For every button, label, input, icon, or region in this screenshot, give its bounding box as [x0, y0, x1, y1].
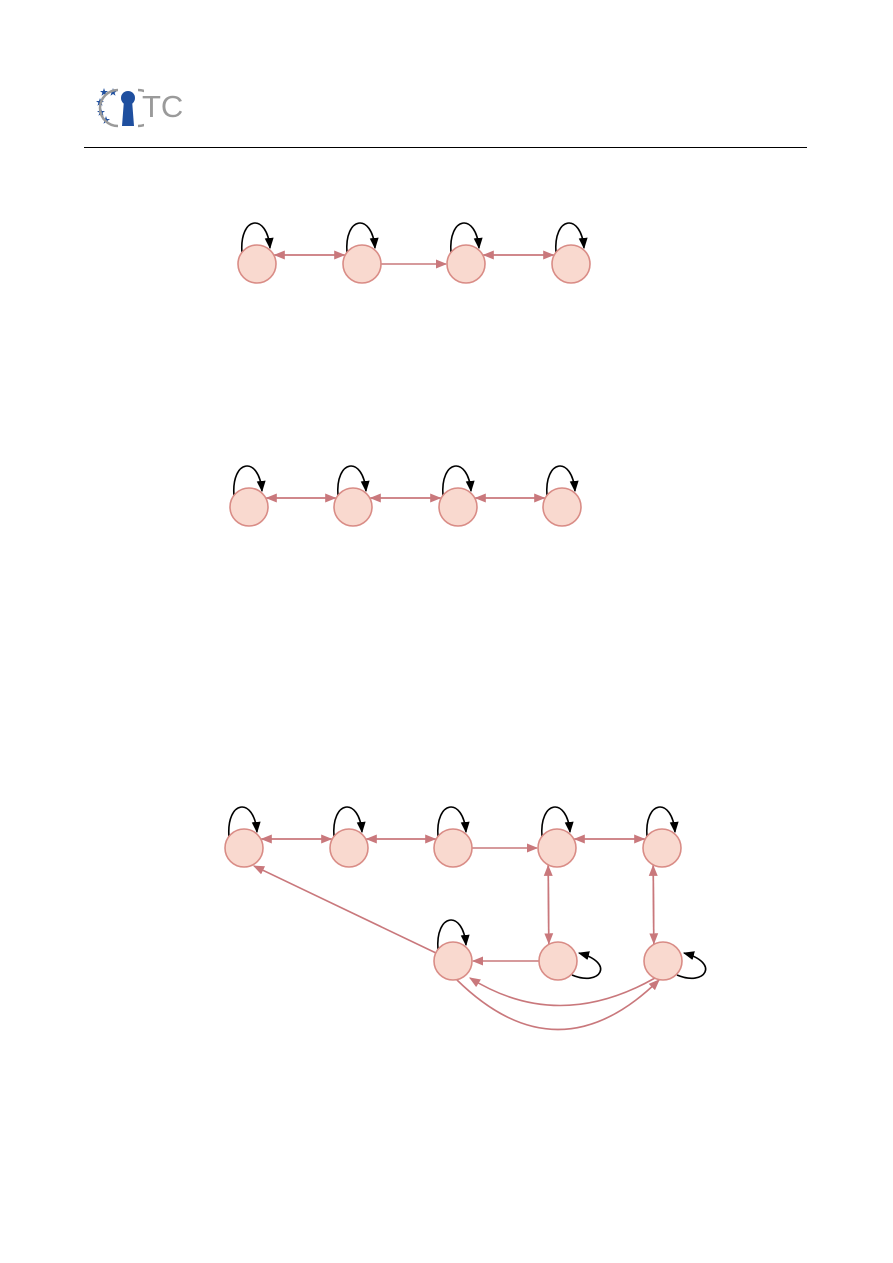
page-header: TC [0, 0, 893, 160]
chain-2-nodes [229, 487, 582, 527]
state-node [237, 244, 277, 284]
self-loop [233, 465, 266, 497]
self-loop [437, 806, 470, 838]
transition-edge [543, 864, 553, 945]
transition-edge [252, 865, 437, 954]
self-loop [333, 806, 366, 838]
self-loop [646, 806, 679, 838]
state-node [643, 941, 683, 981]
chain-2 [233, 465, 579, 503]
state-node [542, 487, 582, 527]
logo-text: TC [142, 89, 184, 124]
state-node [433, 941, 473, 981]
logo: TC [96, 86, 196, 132]
state-node [342, 244, 382, 284]
chain-1 [241, 222, 588, 269]
self-loop [571, 951, 602, 980]
state-node [537, 828, 577, 868]
self-loop [346, 222, 379, 254]
self-loop [555, 222, 588, 254]
self-loop [450, 222, 483, 254]
transition-arc [456, 979, 660, 1031]
chain-1-nodes [237, 244, 591, 284]
self-loop [442, 465, 475, 497]
graph-3 [228, 806, 707, 1031]
graph-3-nodes [224, 828, 683, 981]
self-loop [337, 465, 370, 497]
state-node [229, 487, 269, 527]
self-loop [437, 919, 470, 951]
transition-edge [648, 864, 658, 945]
header-divider [84, 147, 807, 148]
self-loop [676, 951, 707, 980]
state-node [642, 828, 682, 868]
state-node [224, 828, 264, 868]
state-node [538, 941, 578, 981]
state-node [329, 828, 369, 868]
state-node [551, 244, 591, 284]
self-loop [241, 222, 274, 254]
self-loop [546, 465, 579, 497]
transition-arc [469, 977, 656, 1007]
state-node [438, 487, 478, 527]
state-node [333, 487, 373, 527]
self-loop [228, 806, 261, 838]
state-node [433, 828, 473, 868]
state-node [446, 244, 486, 284]
self-loop [541, 806, 574, 838]
